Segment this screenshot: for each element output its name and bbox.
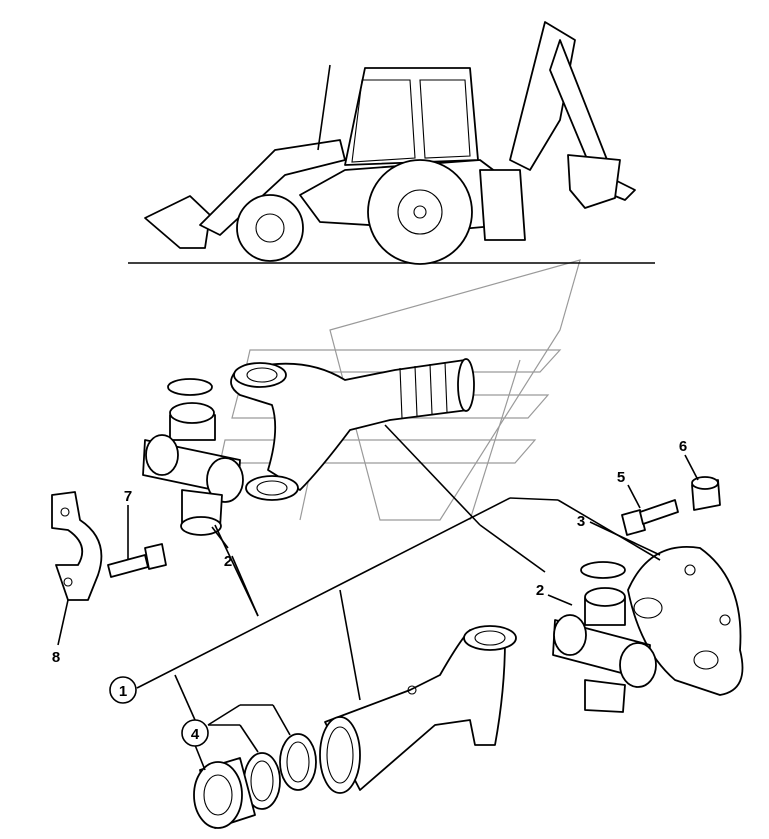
snap-ring-right [580,561,626,579]
seal-kit [193,733,317,829]
rear-wheel [367,159,473,265]
exhaust-pipe [317,64,331,151]
svg-text:6: 6 [679,438,687,455]
svg-text:8: 8 [52,649,60,666]
callout-8: 8 [52,649,60,666]
loader-arm [199,139,346,236]
svg-text:2: 2 [224,553,232,570]
callout-2-left: 2 [224,553,232,570]
svg-text:3: 3 [577,513,585,530]
callout-4: 4 [181,719,209,747]
bolt-5 [621,499,679,536]
front-bucket [144,195,211,249]
universal-joint-left [142,402,244,536]
cab [344,67,479,166]
bolt-7 [107,543,167,578]
svg-text:4: 4 [191,726,200,743]
leader-lines [57,424,699,771]
svg-text:2: 2 [536,582,544,599]
nut-6 [691,476,721,511]
backhoe-bucket [567,154,621,209]
front-wheel [236,194,304,262]
backhoe-loader-illustration [128,21,655,265]
svg-text:7: 7 [124,488,132,505]
callout-7: 7 [124,488,132,505]
callout-1: 1 [109,676,137,704]
slip-yoke-shaft [230,358,475,501]
lower-slip-yoke [319,625,517,794]
universal-joint-right [552,587,657,713]
callout-2-right: 2 [536,582,544,599]
svg-text:5: 5 [617,469,625,486]
callout-5: 5 [617,469,625,486]
rear-frame [479,169,526,241]
callout-6: 6 [679,438,687,455]
svg-text:1: 1 [119,683,127,700]
support-bracket [51,491,103,601]
snap-ring-upper [167,378,213,396]
callout-3: 3 [577,513,585,530]
